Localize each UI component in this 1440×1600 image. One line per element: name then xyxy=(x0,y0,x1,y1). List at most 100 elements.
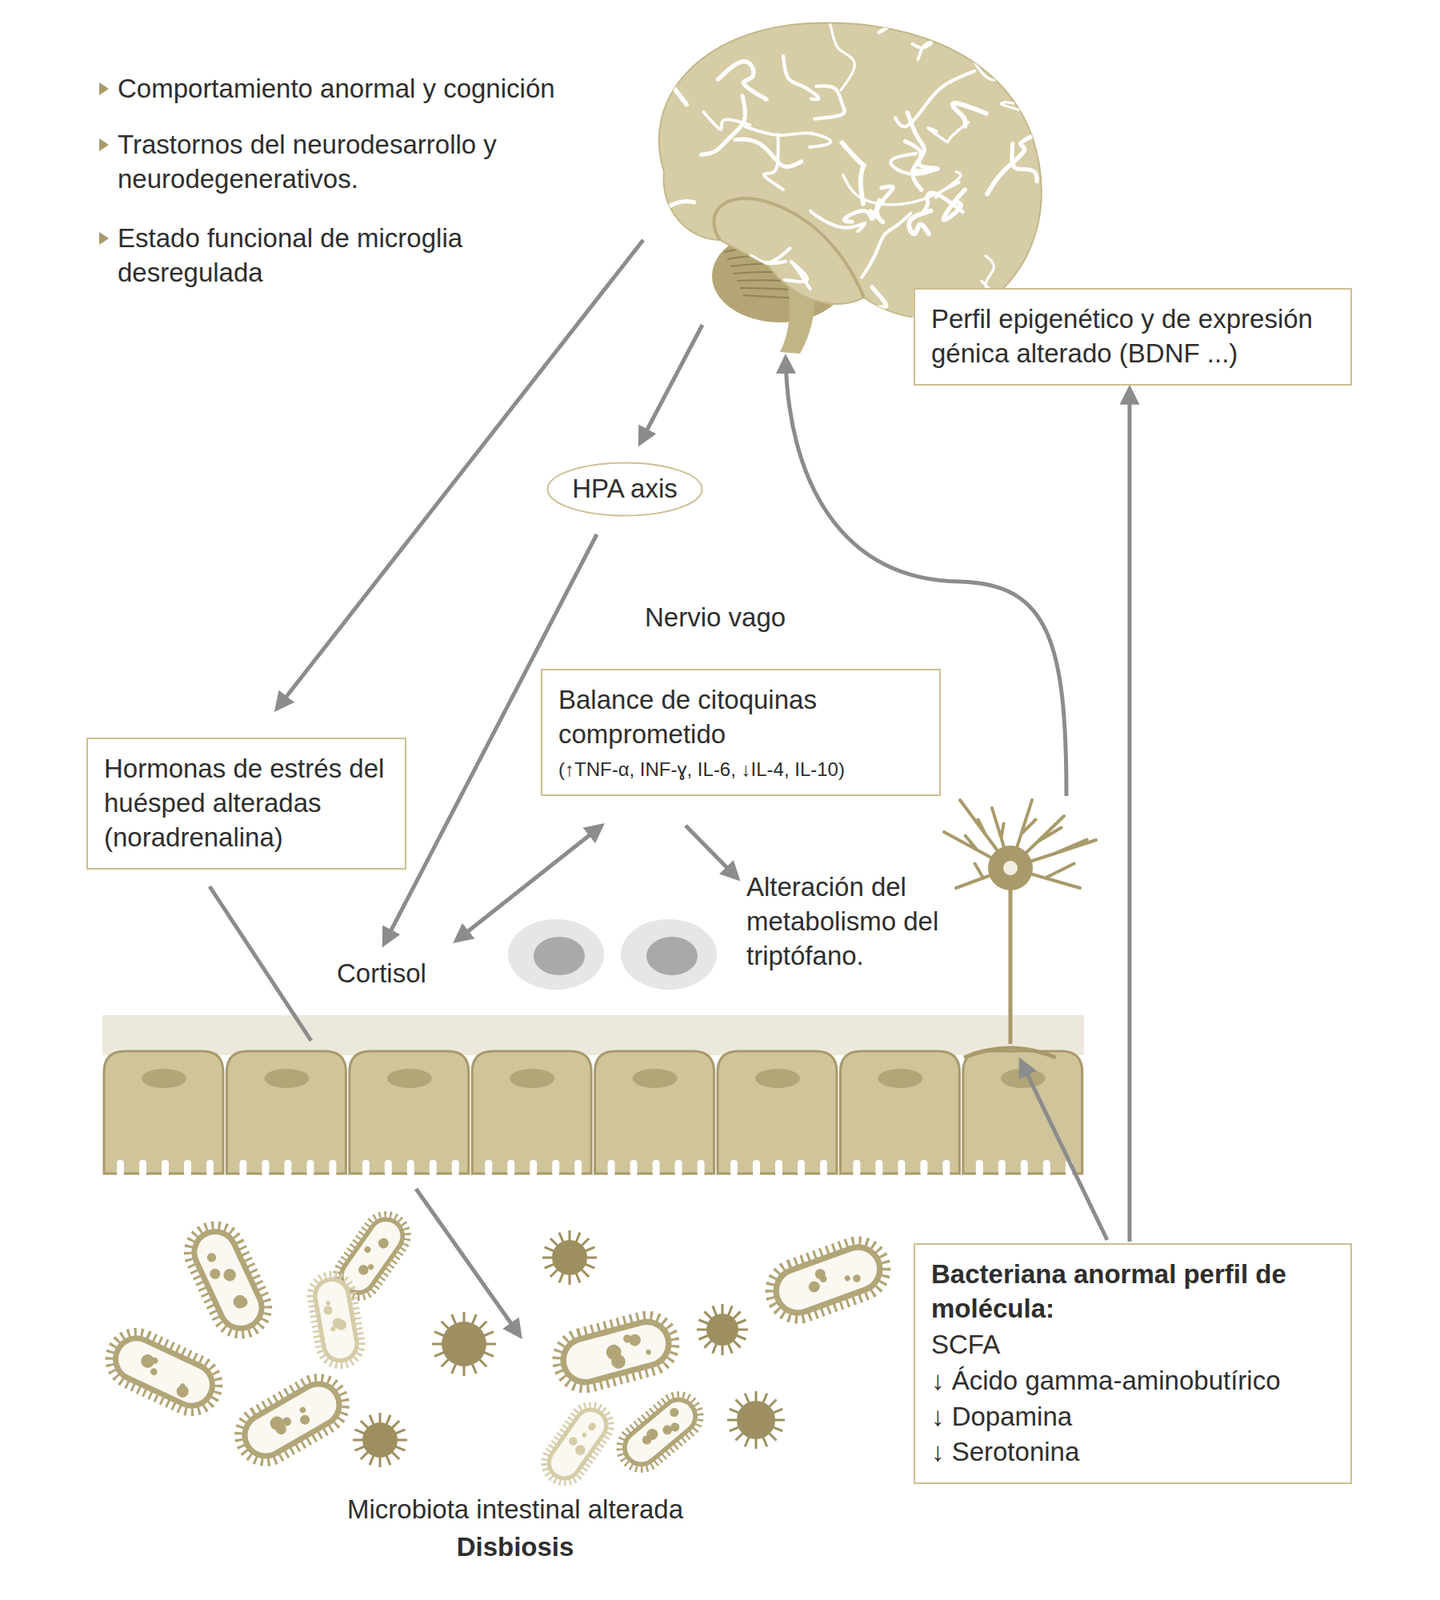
microvillus-gap xyxy=(239,1160,247,1176)
coccus xyxy=(736,1400,776,1440)
bacterium-granule xyxy=(807,1280,822,1295)
microvillus-gap xyxy=(942,1160,950,1176)
bacterium-cilia xyxy=(308,1272,364,1368)
immune-cell xyxy=(620,919,717,990)
bacterium-granule xyxy=(604,1343,624,1362)
bullet-marker xyxy=(99,232,109,245)
bacterium-cilia xyxy=(612,1387,708,1476)
bacterium xyxy=(542,1403,612,1484)
epithelium xyxy=(102,1015,1084,1176)
stress-hormone-box: Hormonas de estrés del huésped alteradas… xyxy=(86,737,407,870)
microvillus-gap xyxy=(184,1160,192,1176)
coccus xyxy=(441,1321,487,1367)
brain-gyrus xyxy=(644,201,695,241)
connector-arrow xyxy=(1128,388,1132,1242)
box-heading: HPA axis xyxy=(572,472,677,507)
microvillus-gap xyxy=(675,1160,683,1176)
bacterium-granule xyxy=(567,1435,580,1448)
brain-gyrus xyxy=(857,0,900,32)
brain-gyrus xyxy=(841,287,887,309)
mucosa-band xyxy=(102,1015,1084,1056)
microvillus-gap xyxy=(552,1160,560,1176)
box-text: (↑TNF-α, INF-ɣ, IL-6, ↓IL-4, IL-10) xyxy=(558,756,924,782)
microvillus-gap xyxy=(452,1160,460,1176)
epithelial-cell xyxy=(595,1051,715,1174)
bacterium-granule xyxy=(844,1274,852,1282)
brain-gyrus xyxy=(943,189,965,220)
coccus xyxy=(706,1313,739,1346)
bacterium-granule xyxy=(298,1405,307,1414)
bacterium-granule xyxy=(267,1413,287,1433)
cytokine-tryptophan-arrow xyxy=(685,825,738,879)
microbiota-label: Microbiota intestinal alterada xyxy=(275,1492,756,1528)
box-heading: Hormonas de estrés del huésped alteradas… xyxy=(104,752,389,856)
hormones-line xyxy=(209,886,312,1041)
temporal-lobe xyxy=(713,198,864,298)
bacterium xyxy=(187,1224,268,1336)
bacterium-cilia xyxy=(230,1369,353,1470)
immune-cell-nucleus xyxy=(533,936,585,976)
brain-gyrus xyxy=(1012,144,1037,182)
bacterium xyxy=(770,1240,887,1319)
brain-gyrus xyxy=(718,61,767,100)
bacterium-granule xyxy=(356,1263,371,1277)
cerebrum xyxy=(659,23,1042,320)
bacterium-cilia xyxy=(537,1398,618,1490)
epigenetic-box: Perfil epigenético y de expresión génica… xyxy=(913,288,1352,386)
cell-nucleus xyxy=(141,1068,187,1088)
bacterium-granule xyxy=(174,1383,191,1400)
microvillus-gap xyxy=(897,1160,905,1176)
microvillus-gap xyxy=(161,1160,169,1176)
pathway-label: Nervio vago xyxy=(644,600,853,636)
neuron xyxy=(944,800,1096,1058)
microvillus-gap xyxy=(1043,1160,1051,1176)
microvillus-gap xyxy=(1020,1160,1028,1176)
bacterium xyxy=(108,1331,220,1412)
microvillus-gap xyxy=(652,1160,660,1176)
microvillus-gap xyxy=(920,1160,928,1176)
microvillus-gap xyxy=(574,1160,582,1176)
bacterium-cilia xyxy=(180,1218,275,1342)
bacterium-granule xyxy=(852,1273,862,1284)
microvillus-gap xyxy=(852,1160,860,1176)
immune-cell xyxy=(508,919,604,990)
effect-note: Estado funcional de microglia desregulad… xyxy=(117,221,534,291)
neuron-body xyxy=(988,845,1033,891)
microvillus-gap xyxy=(998,1160,1006,1176)
bacterium-granule xyxy=(221,1266,239,1284)
brain-gyrus xyxy=(895,71,975,128)
brain-gyrus xyxy=(975,57,1030,80)
brain-gyrus xyxy=(1001,41,1024,63)
cytokine-cortisol-arrow xyxy=(456,825,602,941)
bacterium xyxy=(312,1276,360,1364)
cell-nucleus xyxy=(1000,1068,1046,1088)
brain-to-hpa-arrow xyxy=(640,324,703,444)
microvillus-gap xyxy=(730,1160,738,1176)
immune-cell-nucleus xyxy=(646,936,698,976)
hpa-ellipse: HPA axis xyxy=(546,461,704,517)
brain-gyrus xyxy=(861,213,911,278)
brain-gyrus xyxy=(841,142,864,204)
epithelial-cell xyxy=(717,1051,837,1174)
molecule-profile-box: Bacteriana anormal perfil de molécula:SC… xyxy=(913,1243,1352,1484)
epithelial-cell xyxy=(349,1051,469,1174)
brain-gyrus xyxy=(675,300,720,331)
brain-gyrus xyxy=(904,141,938,172)
epithelium-to-microbiota-arrow xyxy=(416,1188,520,1336)
brain-gyrus xyxy=(928,122,968,143)
bacterium-granule xyxy=(363,1244,372,1254)
brain-gyrus xyxy=(952,103,987,127)
box-heading: Balance de citoquinas comprometido xyxy=(558,683,924,752)
microvillus-gap xyxy=(407,1160,415,1176)
microvillus-gap xyxy=(630,1160,638,1176)
axon xyxy=(964,868,1056,1058)
microvillus-gap xyxy=(797,1160,805,1176)
bacterium-granule xyxy=(335,1319,348,1332)
bacterium-granule xyxy=(580,1432,588,1439)
microvillus-gap xyxy=(306,1160,314,1176)
microvillus-gap xyxy=(206,1160,214,1176)
bullet-marker xyxy=(99,82,109,96)
coccus xyxy=(552,1240,588,1276)
microvillus-gap xyxy=(820,1160,828,1176)
